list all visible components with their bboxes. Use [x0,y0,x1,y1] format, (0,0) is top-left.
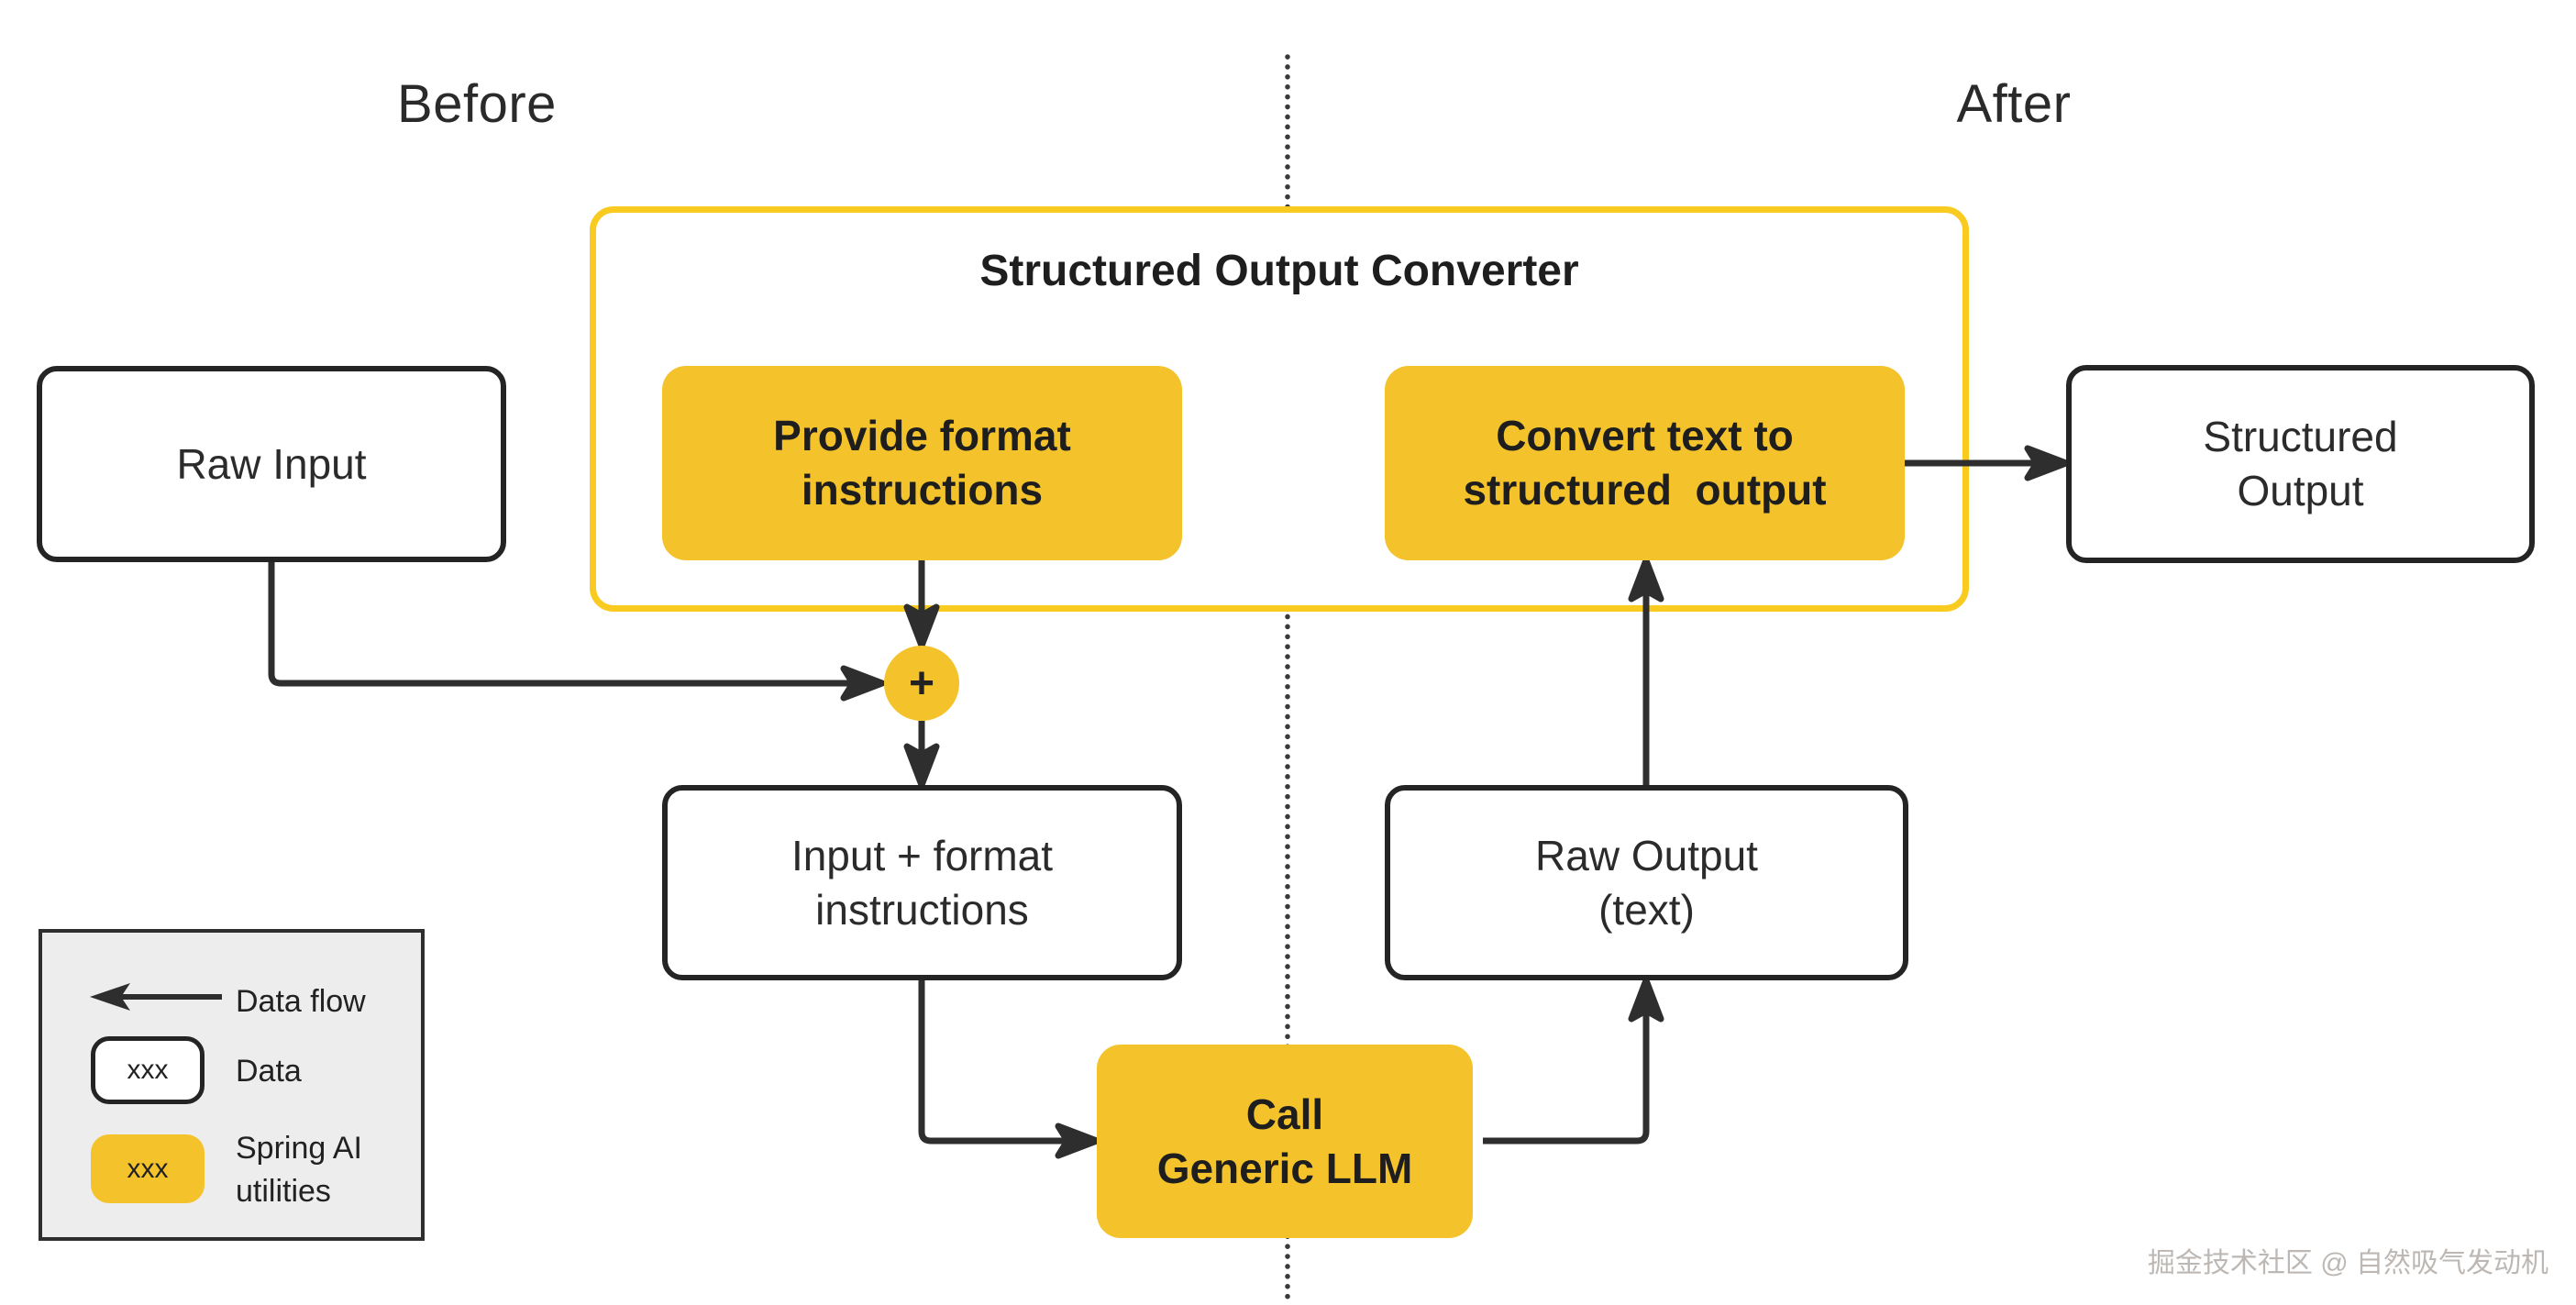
before-section-label: Before [397,74,557,134]
structured-output-label: Structured Output [2203,413,2398,514]
plus-icon: + [908,658,935,708]
arrow-input-format-to-call-llm [918,980,1100,1159]
call-generic-llm-node: Call Generic LLM [1097,1045,1473,1238]
legend-spring-ai-label: Spring AI utilities [236,1131,362,1209]
arrow-merge-to-input-format [903,721,940,789]
provide-format-instructions-node: Provide format instructions [662,366,1182,560]
provide-format-instructions-label: Provide format instructions [773,412,1071,514]
converter-title: Structured Output Converter [979,247,1579,295]
legend: Data flow xxx Data xxx Spring AI utiliti… [39,929,425,1241]
raw-output-node: Raw Output (text) [1385,785,1908,980]
arrow-call-llm-to-raw-output [1483,977,1664,1145]
legend-data-swatch-text: xxx [127,1055,169,1085]
raw-input-label: Raw Input [176,439,367,488]
call-generic-llm-label: Call Generic LLM [1156,1089,1413,1192]
watermark: 掘金技术社区 @ 自然吸气发动机 [2147,1248,2548,1278]
convert-text-label: Convert text to structured output [1463,412,1827,514]
raw-output-label: Raw Output (text) [1535,831,1758,934]
merge-plus-node: + [884,646,959,721]
data-flow-arrow-icon [90,983,222,1011]
input-format-instructions-node: Input + format instructions [662,785,1182,980]
after-section-label: After [1956,74,2072,134]
raw-input-node: Raw Input [37,366,506,562]
legend-data-swatch: xxx [91,1036,205,1104]
legend-data-flow-label: Data flow [236,984,366,1019]
legend-spring-ai-swatch: xxx [91,1134,205,1203]
convert-text-node: Convert text to structured output [1385,366,1905,560]
structured-output-node: Structured Output [2066,365,2535,563]
legend-data-label: Data [236,1054,302,1089]
legend-spring-ai-swatch-text: xxx [127,1153,169,1184]
input-format-instructions-label: Input + format instructions [790,831,1054,934]
